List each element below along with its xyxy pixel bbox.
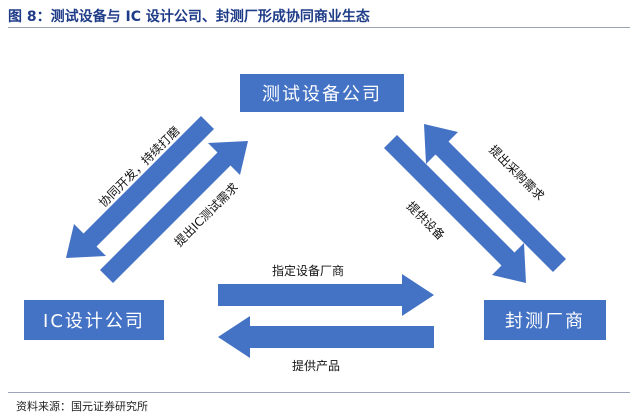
label-designate-vendor: 指定设备厂商 — [272, 264, 345, 278]
top-rule — [8, 27, 630, 28]
node-packaging-testing-company: 封测厂商 — [484, 300, 606, 340]
label-provide-products: 提供产品 — [292, 359, 341, 373]
bottom-rule — [8, 392, 630, 393]
node-test-equipment-company: 测试设备公司 — [240, 74, 404, 112]
figure-title: 图 8：测试设备与 IC 设计公司、封测厂形成协同商业生态 — [8, 9, 370, 25]
node-ic-design-company: IC设计公司 — [24, 300, 164, 340]
arrow-purchase-demand — [424, 124, 566, 272]
figure-source: 资料来源：国元证券研究所 — [16, 400, 148, 413]
arrow-provide-equipment — [384, 135, 526, 283]
arrow-ic-test-demand — [100, 141, 248, 283]
arrow-provide-products — [218, 316, 434, 358]
arrow-designate-vendor — [218, 274, 434, 316]
arrow-collab-dev — [66, 116, 214, 258]
